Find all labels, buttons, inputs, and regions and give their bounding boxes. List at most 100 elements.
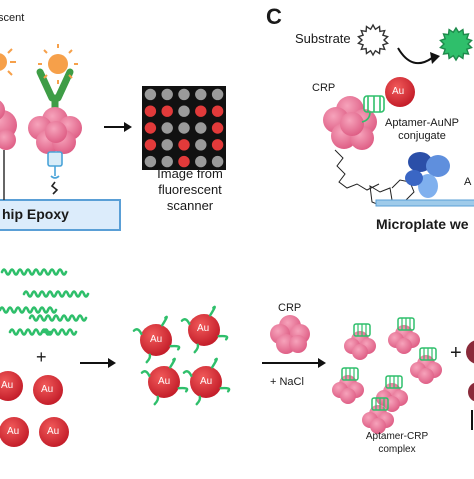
surface-aptamer <box>161 315 168 327</box>
crp-protein <box>323 96 377 150</box>
surface-aptamer <box>193 343 200 354</box>
surface-aptamer <box>169 357 176 369</box>
substrate-label: Substrate <box>295 31 351 46</box>
arrow-to-scanner <box>104 122 132 132</box>
chip-label: hip Epoxy <box>2 206 69 222</box>
aptamer-crp-complex <box>362 397 394 434</box>
scanner-caption-line-3: scanner <box>166 198 214 213</box>
microarray-spot-positive <box>211 139 224 151</box>
microarray-spot-positive <box>211 105 224 117</box>
surface-aptamer <box>182 370 193 377</box>
chemical-linker <box>334 149 415 207</box>
gold-nanoparticle-coated <box>188 314 220 346</box>
plus-sign-left: + <box>36 347 47 367</box>
surface-aptamer <box>132 328 143 335</box>
surface-aptamer <box>219 386 231 393</box>
aptamer-strand <box>28 314 88 322</box>
gold-nanoparticle-coated <box>148 366 180 398</box>
reaction-arrow <box>397 47 433 65</box>
microarray-spot-positive <box>195 105 207 117</box>
panel-b-chip-assay <box>0 44 226 231</box>
gold-nanoparticle-coated <box>140 324 172 356</box>
sun-icon-left <box>0 48 16 76</box>
microarray-spot-negative <box>144 88 157 101</box>
gold-nanoparticle-coated <box>190 366 222 398</box>
surface-aptamer <box>145 353 152 364</box>
aptamer-coated-nanoparticles <box>132 305 231 406</box>
aptamer-crp-complex <box>410 347 442 384</box>
substrate-icon <box>357 23 389 57</box>
au-label-6: Au <box>197 323 210 334</box>
scanner-caption-line-1: Image from <box>157 166 223 181</box>
microarray-spot-negative <box>161 139 173 151</box>
microarray-spot-positive <box>178 155 190 168</box>
panel-bottom-aggregation <box>0 268 474 447</box>
microarray-spot-negative <box>211 88 224 101</box>
microarray-spot-positive <box>144 122 157 134</box>
microarray-spot-negative <box>195 88 207 101</box>
surface-aptamer <box>140 370 151 377</box>
surface-aptamer <box>169 344 181 351</box>
partial-right-item <box>466 340 474 430</box>
microarray-spot-negative <box>178 122 190 134</box>
microarray-spot-negative <box>195 139 207 151</box>
panel-c-microplate-assay <box>323 23 474 207</box>
enzyme-complex <box>405 152 450 198</box>
microarray-spot-positive <box>178 139 190 151</box>
surface-aptamer <box>209 305 216 317</box>
complex-label-line-1: Aptamer-CRP <box>365 431 429 442</box>
capture-aptamer <box>47 151 63 195</box>
au-label-top: Au <box>392 86 405 97</box>
scanner-caption-line-2: fluorescent <box>158 182 222 197</box>
aptamer-crp-complex <box>332 367 364 404</box>
au-label-1: Au <box>1 380 14 391</box>
au-label-3: Au <box>7 426 20 437</box>
microarray-spot-negative <box>211 155 224 168</box>
cut-letter: A <box>464 176 472 188</box>
surface-aptamer <box>180 318 191 325</box>
au-label-4: Au <box>47 426 60 437</box>
complex-label-line-2: complex <box>378 444 416 455</box>
arrow-step-1 <box>80 358 116 368</box>
surface-aptamer <box>195 395 202 406</box>
au-label-8: Au <box>200 376 213 387</box>
arrow-step-2 <box>262 358 326 368</box>
plus-sign-right: + <box>450 342 462 364</box>
microarray-spot-negative <box>161 88 173 101</box>
aptamer-strand <box>0 268 68 276</box>
nacl-label: + NaCl <box>270 376 304 388</box>
crp-label: CRP <box>312 82 336 94</box>
panel-c-letter: C <box>266 4 282 29</box>
product-icon <box>439 26 473 62</box>
microarray-spot-negative <box>161 122 173 134</box>
microplate-surface <box>375 199 474 207</box>
protein-cluster-center <box>28 107 82 154</box>
gold-nanoparticles-free <box>0 371 69 447</box>
crp-label-bottom: CRP <box>278 302 302 314</box>
panel-b-partial-label: scent <box>0 12 25 24</box>
aptamer-crp-complex <box>344 323 376 360</box>
conjugate-label: Aptamer-AuNP conjugate <box>372 117 472 143</box>
aptamer-crp-complex <box>388 317 420 354</box>
microarray-spot-negative <box>195 155 207 168</box>
complex-label: Aptamer-CRP complex <box>352 430 442 456</box>
microarray-spot-positive <box>144 105 157 117</box>
au-label-7: Au <box>158 376 171 387</box>
aptamer-strand <box>8 328 52 336</box>
aptamer-strand <box>0 306 58 314</box>
scanner-caption: Image from fluorescent scanner <box>140 166 240 214</box>
aptamer-strand <box>22 290 90 298</box>
conjugate-label-line-1: Aptamer-AuNP <box>385 117 459 129</box>
fluorescent-microarray-image <box>142 86 226 170</box>
aptamer-hairpin <box>361 95 385 123</box>
surface-aptamer <box>217 334 229 341</box>
sun-icon-center <box>38 44 78 84</box>
microarray-spot-negative <box>195 122 207 134</box>
surface-aptamer <box>211 357 218 369</box>
microarray-spot-negative <box>161 155 173 168</box>
aptamer-crp-complexes <box>332 317 442 434</box>
microarray-spot-negative <box>178 88 190 101</box>
free-aptamers <box>0 268 90 336</box>
